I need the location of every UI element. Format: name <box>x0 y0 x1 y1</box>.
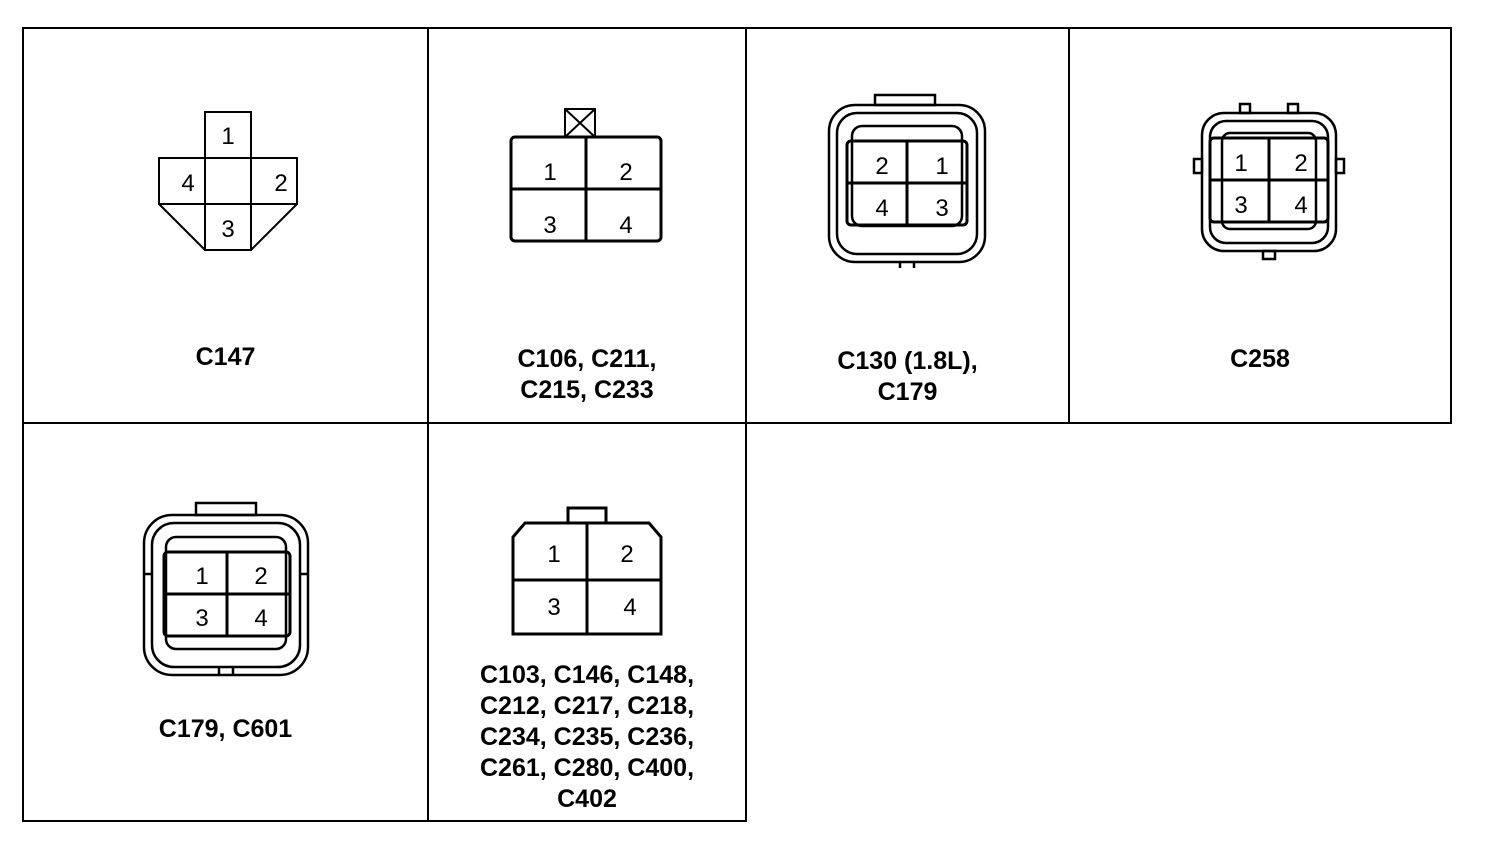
connector-c258-diagram: 1 2 3 4 <box>1192 102 1346 261</box>
pin-number: 4 <box>619 212 632 239</box>
connector-label-line: C130 (1.8L), <box>837 347 978 375</box>
pin-number: 3 <box>543 212 556 239</box>
connector-c130-diagram: 2 1 4 3 <box>827 93 987 268</box>
pin-cavity <box>204 157 252 205</box>
connector-cell-c147: 1 2 3 4 C147 <box>22 27 429 424</box>
connector-housing-edge <box>158 203 206 251</box>
pin-number: 2 <box>875 153 888 180</box>
connector-shell-outer <box>827 103 987 264</box>
connector-label: C179, C601 <box>24 714 427 745</box>
pin-number: 4 <box>623 594 636 621</box>
connector-label-line: C215, C233 <box>520 376 654 404</box>
pin-number: 3 <box>547 594 560 621</box>
pin-number: 1 <box>547 541 560 568</box>
pin-number: 4 <box>875 195 888 222</box>
connector-label: C258 <box>1070 344 1450 375</box>
connector-cell-c179-c601: 1 2 3 4 C179, C601 <box>22 422 429 822</box>
connector-cell-c106: 1 2 3 4 C106, C211, C215, C233 <box>427 27 747 424</box>
connector-c106-diagram: 1 2 3 4 <box>509 108 663 243</box>
connector-label: C106, C211, C215, C233 <box>429 344 745 406</box>
pin-number: 1 <box>935 153 948 180</box>
connector-shell-inner <box>835 111 979 256</box>
connector-label: C130 (1.8L), C179 <box>747 346 1068 408</box>
pin-number: 3 <box>195 605 208 632</box>
pin-number: 2 <box>1294 150 1307 177</box>
pin-number: 2 <box>254 563 267 590</box>
connector-label-line: C106, C211, <box>517 345 657 373</box>
connector-cell-c103: 1 2 3 4 C103, C146, C148, C212, C217, C2… <box>427 422 747 822</box>
connector-label-line: C261, C280, C400, <box>479 754 695 782</box>
connector-label-line: C212, C217, C218, <box>479 692 695 720</box>
connector-label-line: C179, C601 <box>158 715 293 743</box>
connector-label-line: C147 <box>195 343 256 371</box>
connector-label-line: C103, C146, C148, <box>479 661 695 689</box>
connector-label-line: C234, C235, C236, <box>479 723 695 751</box>
latch-tab <box>873 93 937 107</box>
connector-label: C103, C146, C148, C212, C217, C218, C234… <box>429 660 745 815</box>
pin-cavity <box>250 157 298 205</box>
connector-c103-diagram: 1 2 3 4 <box>511 506 663 636</box>
latch-tab <box>566 506 608 525</box>
connector-housing <box>511 521 663 636</box>
pin-number: 1 <box>543 159 556 186</box>
pin-number: 2 <box>619 159 632 186</box>
connector-c179-c601-diagram: 1 2 3 4 <box>142 501 310 677</box>
pin-number: 3 <box>221 216 234 243</box>
connector-cell-c130: 2 1 4 3 C130 (1.8L), C179 <box>745 27 1070 424</box>
connector-label-line: C258 <box>1230 345 1290 373</box>
connector-shell-outer <box>142 513 310 677</box>
pin-number: 2 <box>274 170 287 197</box>
pin-number: 1 <box>1234 150 1247 177</box>
latch-tab <box>1238 102 1252 115</box>
connector-label-line: C402 <box>557 785 617 813</box>
pin-cavity <box>204 203 252 251</box>
latch-tab-cross <box>564 108 596 138</box>
pin-number: 4 <box>181 170 194 197</box>
connector-cell-c258: 1 2 3 4 C258 <box>1068 27 1452 424</box>
pin-number: 1 <box>221 123 234 150</box>
keyway <box>1261 249 1277 261</box>
connector-housing-edge <box>250 203 298 251</box>
pin-number: 3 <box>1234 192 1247 219</box>
pin-number: 4 <box>254 605 267 632</box>
connector-shell-inner <box>150 521 302 669</box>
connector-label-line: C179 <box>877 378 938 406</box>
pin-number: 2 <box>620 541 633 568</box>
latch-tab <box>1286 102 1300 115</box>
pin-number: 1 <box>195 563 208 590</box>
connector-label: C147 <box>24 342 427 373</box>
pin-number: 3 <box>935 195 948 222</box>
pin-number: 4 <box>1294 192 1307 219</box>
connector-c147-diagram: 1 2 3 4 <box>158 111 298 251</box>
latch-tab <box>194 501 258 517</box>
